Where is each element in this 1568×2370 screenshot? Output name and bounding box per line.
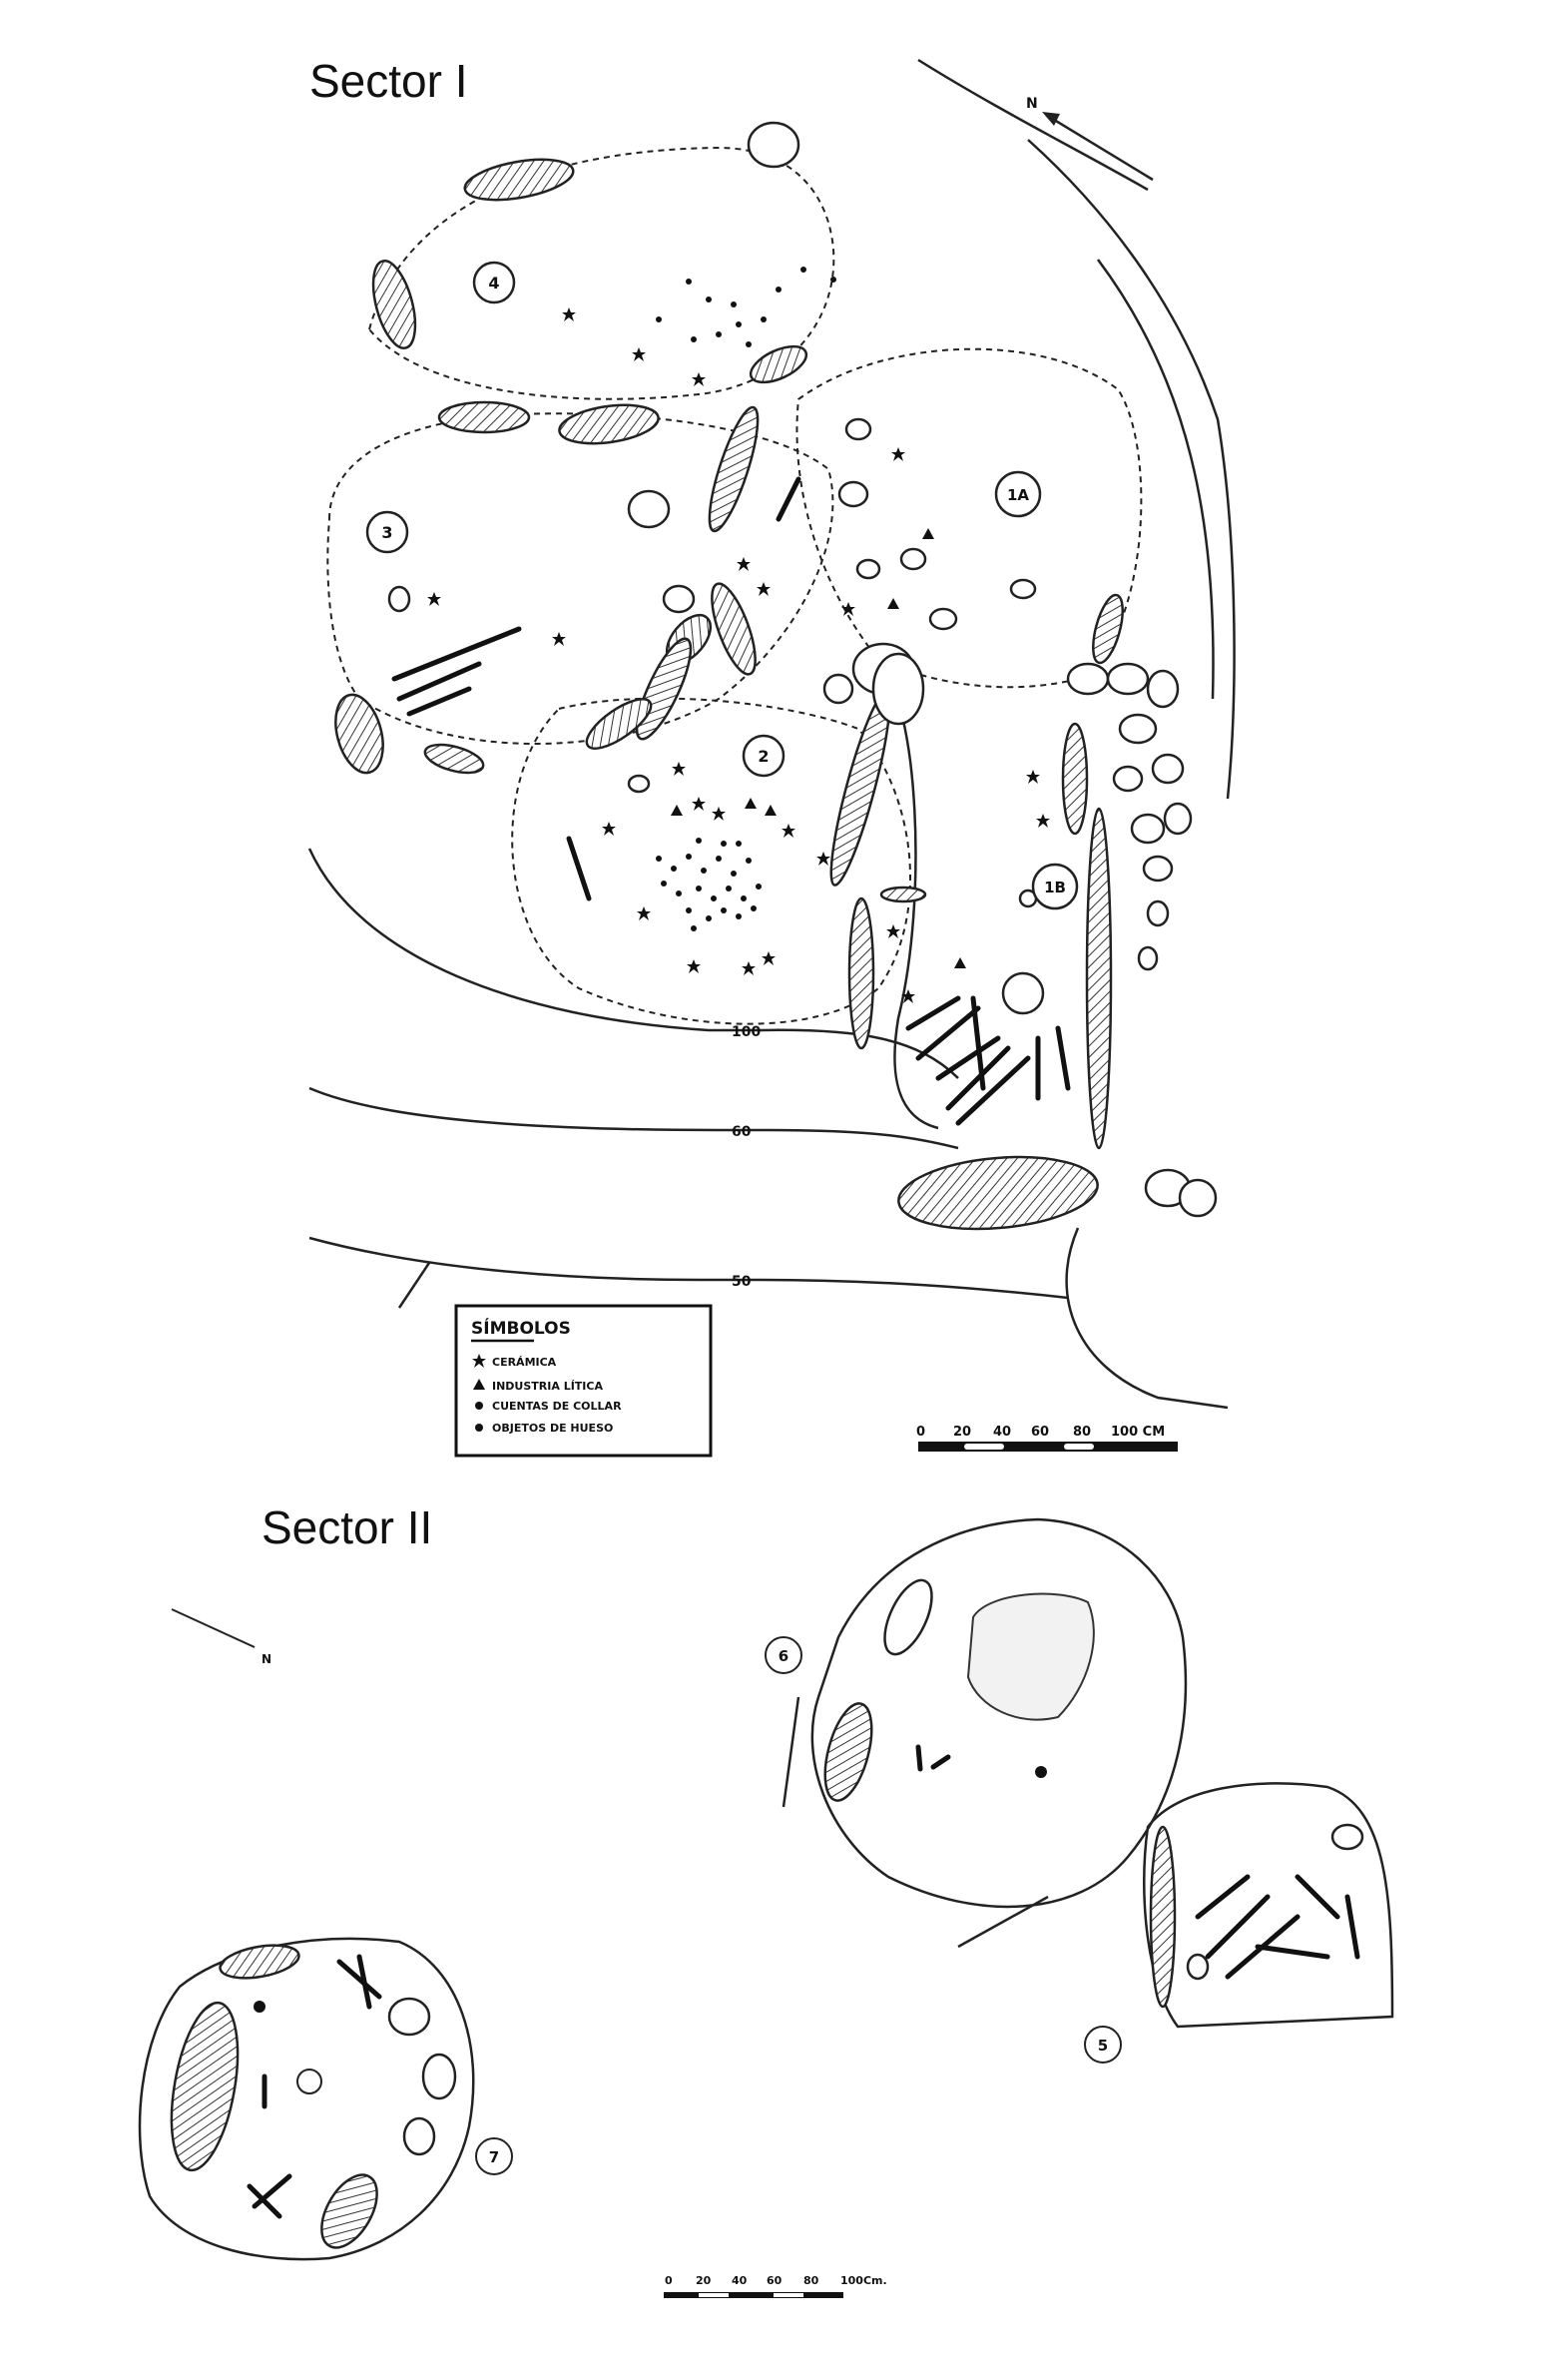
svg-text:4: 4 xyxy=(488,274,499,293)
contour-60 xyxy=(308,1086,959,1150)
pebbles xyxy=(387,121,1218,1218)
terrain-line xyxy=(1027,139,1236,800)
structure-label-4: 4 xyxy=(472,261,516,304)
north-arrow-icon: N xyxy=(1026,96,1154,182)
svg-text:7: 7 xyxy=(489,2148,499,2166)
svg-text:N: N xyxy=(1026,96,1038,112)
svg-text:0: 0 xyxy=(665,2274,673,2287)
terrain-line xyxy=(397,1262,431,1309)
structure-label-2: 2 xyxy=(742,734,785,778)
svg-text:1A: 1A xyxy=(1007,486,1029,504)
contour-label-60: 60 xyxy=(732,1124,752,1140)
contour-label-100: 100 xyxy=(732,1024,761,1040)
structure-6-pit xyxy=(966,1592,1095,1721)
contour-50 xyxy=(308,1236,1069,1300)
legend-item-objetos-hueso: OBJETOS DE HUESO xyxy=(492,1422,613,1435)
legend-item-cuentas: CUENTAS DE COLLAR xyxy=(492,1400,622,1413)
svg-text:1B: 1B xyxy=(1044,879,1066,896)
svg-text:3: 3 xyxy=(381,523,392,542)
bones xyxy=(247,1954,382,2219)
terrain-line xyxy=(1065,1227,1229,1410)
structure-label-1A: 1A xyxy=(994,470,1042,518)
structure-1A-outline xyxy=(795,347,1143,689)
structure-label-6: 6 xyxy=(765,1636,802,1674)
structure-label-5: 5 xyxy=(1084,2026,1122,2064)
svg-text:6: 6 xyxy=(779,1647,788,1665)
legend-title: SÍMBOLOS xyxy=(471,1317,571,1339)
svg-text:80: 80 xyxy=(1073,1425,1091,1440)
contour-label-50: 50 xyxy=(732,1274,752,1290)
terrain-line xyxy=(917,58,1149,192)
contour-100 xyxy=(307,848,959,1079)
scale-bar-sector-2: 0 20 40 60 80 100Cm. xyxy=(664,2274,887,2298)
svg-text:0: 0 xyxy=(916,1425,925,1440)
svg-text:20: 20 xyxy=(696,2274,712,2287)
structure-label-7: 7 xyxy=(475,2137,513,2175)
sector-1-plan: 100 60 50 N xyxy=(307,58,1236,1458)
structure-6-outline xyxy=(810,1517,1188,1909)
svg-text:60: 60 xyxy=(1031,1425,1049,1440)
structure-label-1B: 1B xyxy=(1031,863,1079,910)
dot-icon xyxy=(475,1424,483,1432)
structure-7-outline xyxy=(138,1937,475,2261)
structure-2-outline xyxy=(511,697,911,1025)
artifact-markers xyxy=(427,267,1050,1003)
svg-text:80: 80 xyxy=(803,2274,819,2287)
terrain-line xyxy=(1096,259,1215,700)
legend-item-industria-litica: INDUSTRIA LÍTICA xyxy=(492,1380,603,1393)
svg-text:40: 40 xyxy=(993,1425,1011,1440)
svg-text:5: 5 xyxy=(1098,2037,1108,2055)
svg-text:40: 40 xyxy=(732,2274,748,2287)
scale-bar-sector-1: 0 20 40 60 80 100 CM xyxy=(916,1425,1178,1452)
svg-text:100 CM: 100 CM xyxy=(1111,1425,1165,1440)
bones xyxy=(391,476,1071,1126)
structure-3-outline xyxy=(326,412,834,745)
sector-1-title: Sector I xyxy=(309,55,468,107)
bones xyxy=(1195,1874,1360,1980)
svg-text:20: 20 xyxy=(953,1425,971,1440)
structure-label-3: 3 xyxy=(365,510,409,554)
north-arrow-icon: N xyxy=(171,1608,271,1666)
structure-6-trench xyxy=(782,1696,1049,1949)
svg-text:100Cm.: 100Cm. xyxy=(840,2274,887,2287)
sector-2-plan: N 6 5 7 xyxy=(138,1517,1394,2298)
svg-text:N: N xyxy=(261,1652,271,1666)
legend-item-ceramica: CERÁMICA xyxy=(492,1356,557,1369)
legend: SÍMBOLOS CERÁMICA INDUSTRIA LÍTICA CUENT… xyxy=(454,1304,713,1458)
sector-2-title: Sector II xyxy=(261,1501,433,1553)
svg-text:2: 2 xyxy=(758,747,769,766)
svg-text:60: 60 xyxy=(767,2274,783,2287)
structure-5-outline xyxy=(1143,1782,1394,2029)
dot-icon xyxy=(475,1402,483,1410)
